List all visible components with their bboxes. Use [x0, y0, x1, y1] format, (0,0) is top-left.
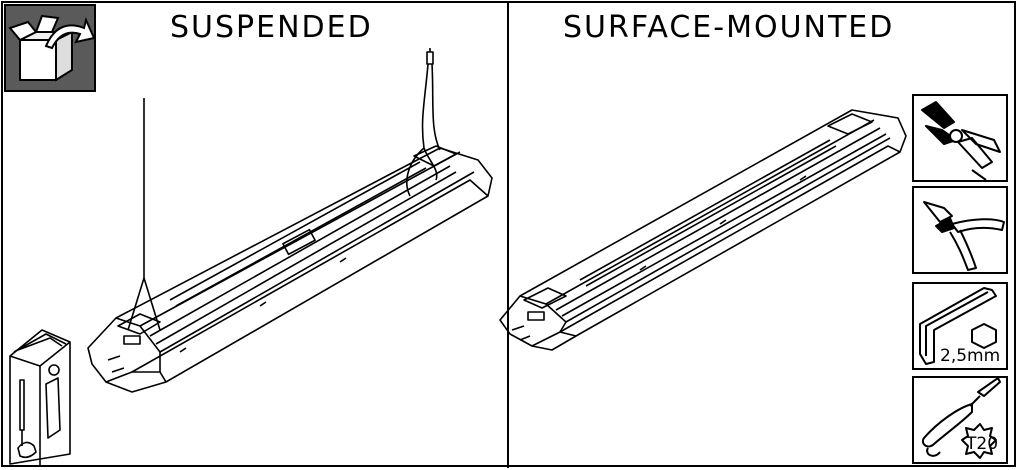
wire-cutter-icon: [912, 186, 1008, 274]
suspended-title: SUSPENDED: [170, 10, 373, 45]
suspended-luminaire: [87, 48, 493, 393]
surface-luminaire: [499, 109, 907, 351]
unbox-icon: [4, 4, 96, 92]
panel-divider: [507, 1, 509, 468]
torx-size-label: T20: [966, 434, 999, 454]
hex-key-icon: 2,5mm: [912, 282, 1008, 370]
pliers-icon: [912, 94, 1008, 182]
hex-key-size-label: 2,5mm: [940, 346, 1001, 366]
surface-mounted-title: SURFACE-MOUNTED: [563, 10, 895, 45]
manual-icon: [9, 329, 71, 466]
torx-screwdriver-icon: T20: [912, 376, 1008, 464]
